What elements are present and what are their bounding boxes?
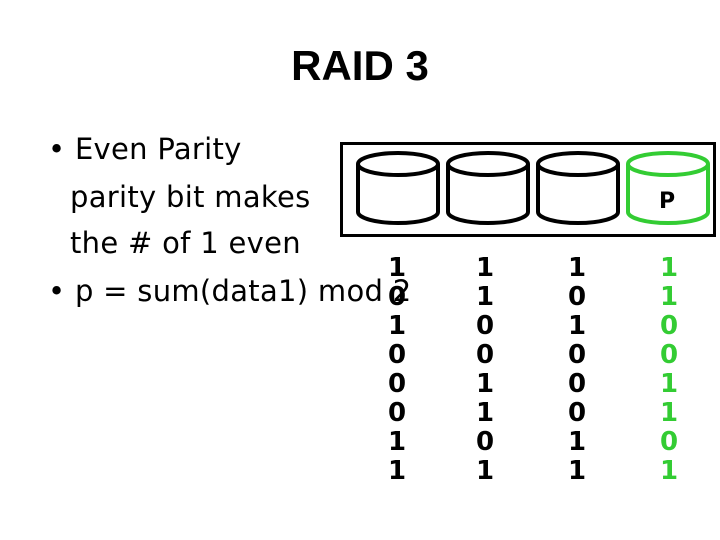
bullet-marker: • (48, 132, 66, 166)
bullet-text: parity bit makes (70, 180, 311, 214)
bit: 1 (475, 398, 495, 428)
bit: 0 (387, 369, 407, 399)
bit: 1 (567, 311, 587, 341)
bit: 1 (659, 253, 679, 283)
bullet-text: p = sum(data1) mod 2 (74, 274, 412, 308)
disk-3-icon (536, 151, 620, 225)
bullet-continuation-2: the # of 1 even (70, 226, 301, 260)
bullet-formula: • p = sum(data1) mod 2 (48, 274, 412, 308)
bullet-text: the # of 1 even (70, 226, 301, 260)
bit: 0 (567, 398, 587, 428)
disk-array: P (356, 151, 710, 225)
bit: 1 (387, 427, 407, 457)
bullet-even-parity: • Even Parity (48, 132, 242, 166)
bit: 1 (475, 282, 495, 312)
bullet-marker: • (48, 274, 66, 308)
bit: 0 (475, 311, 495, 341)
bullet-continuation-1: parity bit makes (70, 180, 311, 214)
bit: 0 (475, 427, 495, 457)
bit: 1 (475, 369, 495, 399)
bit: 0 (659, 340, 679, 370)
parity-bits: 1 1 0 0 1 1 0 1 (654, 254, 684, 486)
disk-1-bits: 1 0 1 0 0 0 1 1 (382, 254, 412, 486)
bit: 1 (659, 398, 679, 428)
disk-3-bits: 1 0 1 0 0 0 1 1 (562, 254, 592, 486)
bit: 1 (659, 282, 679, 312)
bit: 0 (567, 340, 587, 370)
bit: 1 (567, 253, 587, 283)
bit: 1 (567, 456, 587, 486)
bit: 0 (387, 340, 407, 370)
bit: 1 (387, 311, 407, 341)
bit: 1 (387, 253, 407, 283)
bit: 1 (567, 427, 587, 457)
bit: 0 (567, 369, 587, 399)
disk-1-icon (356, 151, 440, 225)
bit: 1 (659, 369, 679, 399)
bit: 1 (387, 456, 407, 486)
bit: 0 (659, 311, 679, 341)
bit: 1 (659, 456, 679, 486)
bit: 0 (475, 340, 495, 370)
disk-2-bits: 1 1 0 0 1 1 0 1 (470, 254, 500, 486)
slide-title: RAID 3 (291, 42, 429, 89)
bit: 0 (387, 398, 407, 428)
bit: 0 (387, 282, 407, 312)
bit: 0 (659, 427, 679, 457)
bit: 1 (475, 253, 495, 283)
bit: 1 (475, 456, 495, 486)
parity-disk-label: P (659, 189, 675, 214)
bit: 0 (567, 282, 587, 312)
parity-disk-icon (626, 151, 710, 225)
disk-2-icon (446, 151, 530, 225)
bullet-text: Even Parity (74, 132, 242, 166)
